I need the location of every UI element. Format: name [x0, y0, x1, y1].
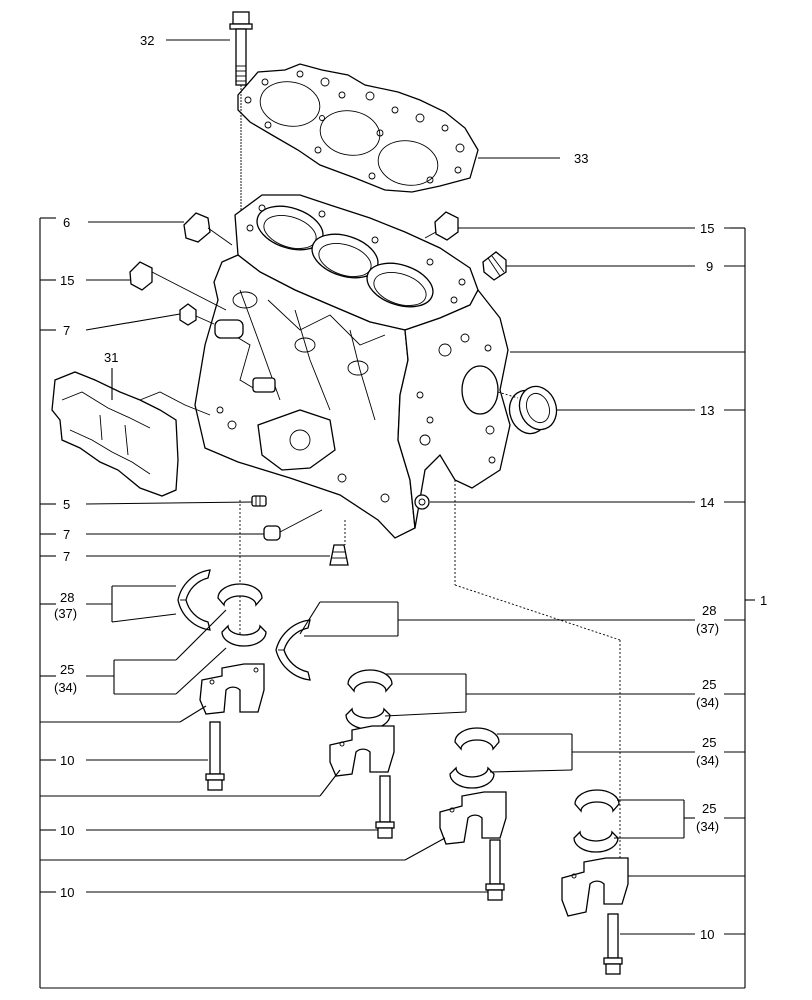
main-bearing-set-3 [439, 727, 507, 845]
callout-25-right-b: 25 [702, 735, 716, 750]
main-bearing-bolt-1 [205, 721, 225, 791]
callout-10-a: 10 [60, 753, 74, 768]
callout-15-front: 15 [60, 273, 74, 288]
cylinder-block [194, 194, 621, 860]
callout-34-right-c: (34) [696, 819, 719, 834]
cylinder-head-gasket [237, 63, 479, 193]
plug-7-bottom [329, 544, 349, 566]
main-bearing-bolt-4 [603, 913, 623, 975]
callout-7-bottom: 7 [63, 549, 70, 564]
callout-labels: 32 33 6 15 15 9 7 31 13 5 14 7 7 1 28 (3… [54, 33, 767, 942]
thrust-washer-left [177, 569, 211, 631]
callout-25-right-c: 25 [702, 801, 716, 816]
callout-14: 14 [700, 495, 714, 510]
expansion-plug-6 [183, 212, 233, 246]
callout-34-right-b: (34) [696, 753, 719, 768]
expansion-plug-15-rear [424, 211, 459, 241]
callout-31: 31 [104, 350, 118, 365]
callout-10-b: 10 [60, 823, 74, 838]
leader-lines [40, 39, 755, 935]
callout-7-middle: 7 [63, 527, 70, 542]
plug-9 [482, 251, 507, 281]
callout-13: 13 [700, 403, 714, 418]
callout-10-d: 10 [700, 927, 714, 942]
callout-10-c: 10 [60, 885, 74, 900]
plug-7-middle [263, 509, 323, 541]
callout-34-left: (34) [54, 680, 77, 695]
callout-6: 6 [63, 215, 70, 230]
main-bearing-bolt-3 [485, 839, 505, 901]
callout-28-right: 28 [702, 603, 716, 618]
camshaft-bushing-13 [497, 385, 558, 435]
callout-9: 9 [706, 259, 713, 274]
expansion-plug-15-front [129, 261, 227, 311]
callout-32: 32 [140, 33, 154, 48]
main-bearing-set-2 [329, 669, 395, 777]
callout-34-right-a: (34) [696, 695, 719, 710]
main-bearing-bolt-2 [375, 775, 395, 839]
callout-25-left: 25 [60, 662, 74, 677]
callout-28-left: 28 [60, 590, 74, 605]
callout-37-left: (37) [54, 606, 77, 621]
plug-14 [414, 494, 430, 510]
side-cover-31 [51, 371, 211, 497]
main-bearing-set-4 [561, 789, 629, 917]
callout-5: 5 [63, 497, 70, 512]
plug-7-top [179, 303, 215, 326]
callout-37-right: (37) [696, 621, 719, 636]
thrust-washer-right [275, 619, 311, 681]
callout-25-right-a: 25 [702, 677, 716, 692]
callout-7-top: 7 [63, 323, 70, 338]
plug-5 [251, 495, 267, 507]
callout-33: 33 [574, 151, 588, 166]
callout-1: 1 [760, 593, 767, 608]
callout-15-rear: 15 [700, 221, 714, 236]
head-bolt [229, 11, 253, 215]
main-bearing-set-1 [199, 583, 267, 715]
